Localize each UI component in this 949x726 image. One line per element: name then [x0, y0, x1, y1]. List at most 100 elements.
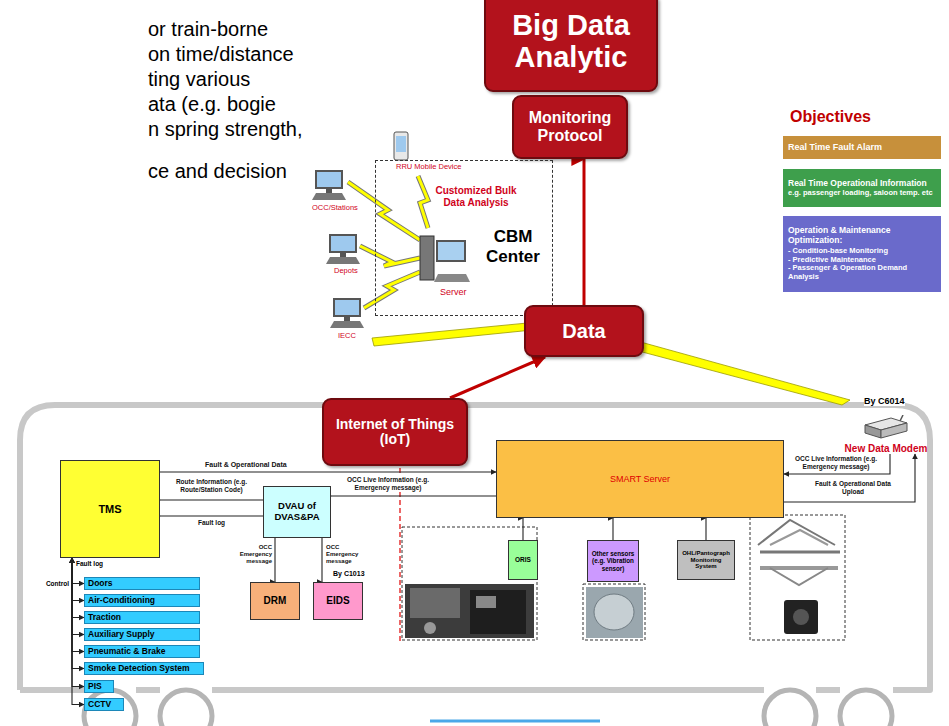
equipment-photo [770, 530, 828, 545]
annotation-label: n spring strength, [148, 118, 303, 141]
node-text: DVAU of DVAS&PA [266, 501, 328, 523]
train-outline [20, 405, 930, 690]
equipment-photo [470, 590, 526, 634]
process-box: DVAU of DVAS&PA [263, 486, 331, 538]
train-outline [764, 690, 816, 726]
annotation-label: or train-borne [148, 18, 268, 41]
subsystem-box: Air-Conditioning [84, 594, 200, 607]
node-text: Air-Conditioning [88, 596, 196, 605]
train-outline [160, 690, 212, 726]
connector [72, 558, 84, 687]
text-holder: Air-Conditioning [88, 596, 196, 605]
subsystem-box: Smoke Detection System [84, 662, 204, 675]
computer-icon [312, 170, 364, 328]
server-icon [438, 242, 464, 260]
annotation-label: Fault log [76, 560, 103, 567]
node-text: - Condition-base Monitoring [788, 247, 936, 256]
node-text: Operation & Maintenance Optimization: [788, 226, 936, 246]
text-holder: Big Data Analytic [494, 10, 648, 74]
wireless-link [360, 246, 420, 266]
equipment-photo [760, 551, 840, 554]
text-holder: Traction [88, 613, 196, 622]
connector-label: OCC Live Information (e.g. Emergency mes… [786, 455, 886, 471]
connector-label: OCC Emergency message [326, 544, 366, 565]
connector [160, 471, 496, 472]
text-holder: Operation & Maintenance Optimization:- C… [788, 226, 936, 281]
text-holder: DRM [253, 595, 297, 607]
connector [160, 499, 263, 500]
connector [72, 558, 84, 635]
connector [321, 538, 322, 582]
node-text: OHL/Pantograph Monitoring System [680, 550, 732, 571]
objective-bar: Real Time Operational Informatione.g. pa… [783, 169, 941, 207]
node-text: DRM [253, 595, 297, 607]
node-text: CBM Center [475, 227, 551, 266]
text-holder: TMS [63, 503, 157, 516]
objective-bar: Real Time Fault Alarm [783, 136, 941, 159]
process-box: OHL/Pantograph Monitoring System [677, 540, 735, 580]
train-outline [20, 405, 930, 726]
process-box: ORIS [508, 540, 538, 580]
equipment-photo [770, 568, 828, 585]
annotation-label: OCC/Stations [312, 204, 358, 213]
subsystem-box: PIS [84, 680, 114, 693]
process-box: DRM [250, 582, 300, 620]
node-text: PIS [88, 682, 110, 691]
connector-label: Fault log [198, 519, 225, 527]
annotation-label: Objectives [790, 108, 871, 126]
wireless-link [348, 176, 850, 405]
server-icon [434, 274, 470, 282]
process-box: SMART Server [496, 440, 784, 518]
equipment-photo [405, 584, 534, 638]
modem-device: New Data Modem [830, 408, 942, 454]
text-holder: Pneumatic & Brake [88, 647, 196, 656]
node-text: TMS [63, 503, 157, 516]
node-text: Internet of Things (IoT) [328, 417, 462, 448]
text-holder: Internet of Things (IoT) [328, 417, 462, 448]
annotation-label: on time/distance [148, 43, 294, 66]
connector [522, 518, 523, 540]
text-holder: Other sensors (e.g. Vibration sensor) [590, 550, 636, 572]
connector [784, 454, 915, 502]
process-box: Other sensors (e.g. Vibration sensor) [587, 540, 639, 582]
text-holder: PIS [88, 682, 110, 691]
annotation-label: Depots [334, 267, 358, 276]
wireless-link [360, 246, 420, 266]
node-text: Auxiliary Supply [88, 630, 196, 639]
text-holder: OHL/Pantograph Monitoring System [680, 550, 732, 571]
equipment-photo [758, 520, 835, 545]
connector [784, 454, 890, 474]
node-text: Customized Bulk Data Analysis [431, 185, 521, 209]
computer-icon [330, 298, 364, 328]
wireless-link [364, 272, 420, 308]
connector-label: Route Information (e.g. Route/Station Co… [161, 478, 262, 494]
process-box: EIDS [313, 582, 363, 620]
text-holder: CCTV [88, 700, 120, 709]
node-text: - Predictive Maintenance [788, 256, 936, 265]
node-text: Data [530, 320, 638, 342]
annotation-label: By C6014 [864, 396, 905, 406]
node-text: Monitoring Protocol [518, 109, 622, 144]
node-text: Traction [88, 613, 196, 622]
connector [274, 538, 275, 582]
wireless-link [348, 182, 420, 240]
equipment-photo [793, 609, 809, 625]
subsystem-box: CCTV [84, 698, 124, 711]
callout-box: Monitoring Protocol [512, 95, 628, 159]
connector [450, 357, 545, 398]
annotation-label: Server [440, 287, 467, 297]
equipment-photo [410, 588, 460, 618]
subsystem-box: Traction [84, 611, 200, 624]
connector-label: OCC Live Information (e.g. Emergency mes… [338, 476, 438, 492]
mobile-device-icon [394, 132, 408, 160]
subsystem-box: Pneumatic & Brake [84, 645, 200, 658]
connector [583, 159, 586, 305]
train-outline [840, 690, 892, 726]
text-holder: ORIS [511, 556, 535, 563]
train-outline [430, 720, 600, 723]
annotation-label: Control [40, 580, 69, 587]
node-text: EIDS [316, 595, 360, 607]
text-holder: Real Time Operational Informatione.g. pa… [788, 179, 936, 197]
node-text: ORIS [511, 556, 535, 563]
